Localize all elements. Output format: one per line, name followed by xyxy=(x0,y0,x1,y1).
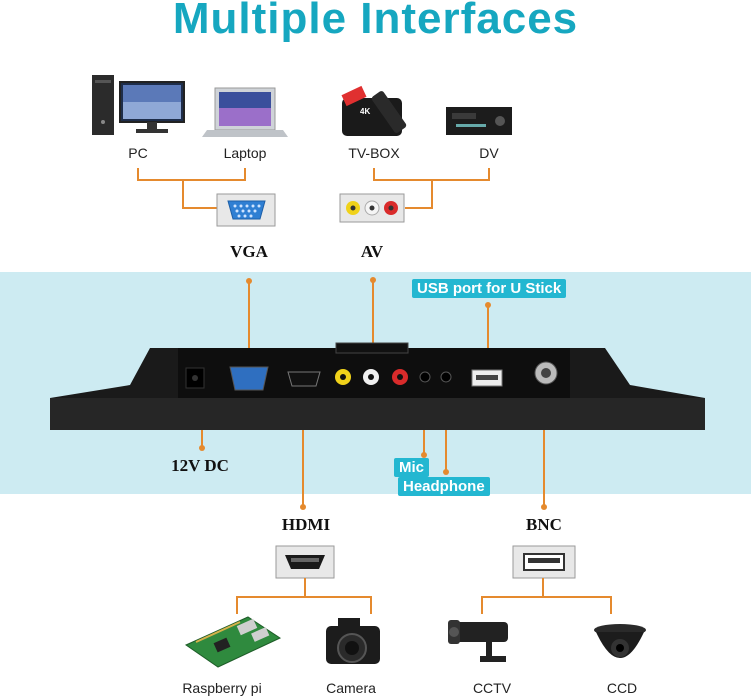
laptop-icon xyxy=(202,87,288,137)
cctv-camera-icon xyxy=(448,620,508,662)
vga-connector-icon xyxy=(216,193,276,227)
device-label-tvbox: TV-BOX xyxy=(348,145,400,161)
dome-camera-icon xyxy=(594,624,646,658)
device-label-laptop: Laptop xyxy=(223,145,267,161)
port-label-av: AV xyxy=(360,242,384,261)
desktop-pc-icon xyxy=(92,75,185,135)
hdmi-connector-icon xyxy=(275,545,335,579)
av-connector-icon xyxy=(339,193,405,223)
device-label-pc: PC xyxy=(128,145,148,161)
usb-connector-icon xyxy=(512,545,576,579)
port-label-vga: VGA xyxy=(230,242,268,261)
device-label-ccd: CCD xyxy=(606,680,638,696)
port-tag-mic: Mic xyxy=(394,458,430,477)
device-label-cctv: CCTV xyxy=(472,680,512,696)
dv-player-icon xyxy=(446,107,512,135)
raspberry-pi-icon xyxy=(184,616,282,668)
port-label-dc: 12V DC xyxy=(171,456,229,475)
tv-box-icon: 4K xyxy=(341,85,407,136)
port-label-bnc: BNC xyxy=(526,515,562,534)
port-tag-usb: USB port for U Stick xyxy=(412,279,567,298)
port-tag-headphone: Headphone xyxy=(398,477,490,496)
device-label-dv: DV xyxy=(479,145,499,161)
device-label-camera: Camera xyxy=(326,680,376,696)
camera-icon xyxy=(326,618,380,664)
device-label-raspberry: Raspberry pi xyxy=(182,680,262,696)
svg-text:4K: 4K xyxy=(360,107,370,116)
port-label-hdmi: HDMI xyxy=(281,515,331,534)
monitor-back-panel xyxy=(50,342,705,430)
page-title: Multiple Interfaces xyxy=(172,0,579,43)
